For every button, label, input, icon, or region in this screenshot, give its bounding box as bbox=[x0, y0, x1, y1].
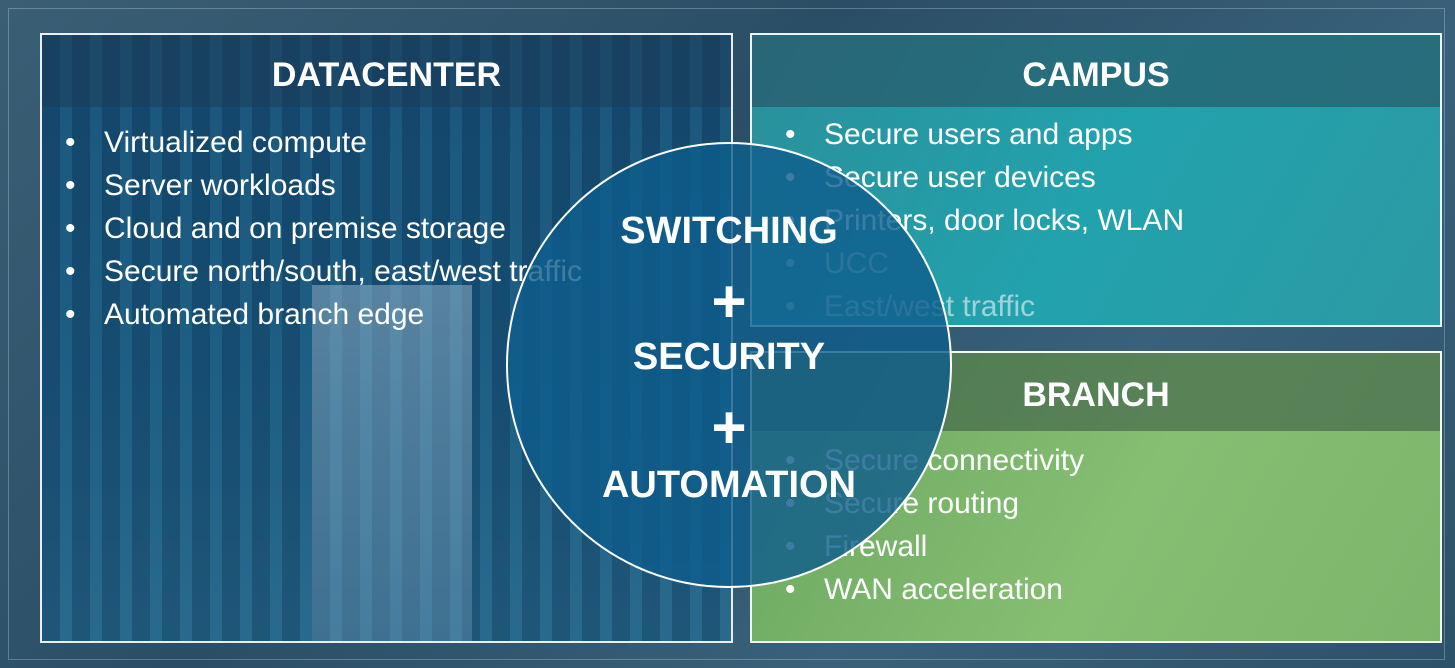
datacenter-list: Virtualized compute Server workloads Clo… bbox=[57, 121, 582, 336]
datacenter-aisle-image bbox=[312, 285, 472, 641]
center-circle: SWITCHING + SECURITY + AUTOMATION bbox=[506, 142, 952, 588]
list-item: Virtualized compute bbox=[57, 121, 582, 164]
datacenter-title: DATACENTER bbox=[42, 35, 731, 107]
security-label: SECURITY bbox=[632, 336, 826, 378]
switching-label: SWITCHING bbox=[620, 210, 838, 252]
list-item: Secure users and apps bbox=[777, 113, 1184, 156]
outer-frame bbox=[8, 8, 1445, 660]
campus-title: CAMPUS bbox=[752, 35, 1440, 107]
list-item: Automated branch edge bbox=[57, 293, 582, 336]
list-item: Server workloads bbox=[57, 164, 582, 207]
automation-label: AUTOMATION bbox=[601, 464, 856, 506]
list-item: WAN acceleration bbox=[777, 568, 1084, 611]
list-item: Cloud and on premise storage bbox=[57, 207, 582, 250]
branch-panel: BRANCH Secure connectivity Secure routin… bbox=[750, 351, 1442, 643]
plus-icon: + bbox=[711, 268, 747, 335]
plus-icon: + bbox=[711, 394, 747, 461]
list-item: Secure north/south, east/west traffic bbox=[57, 250, 582, 293]
